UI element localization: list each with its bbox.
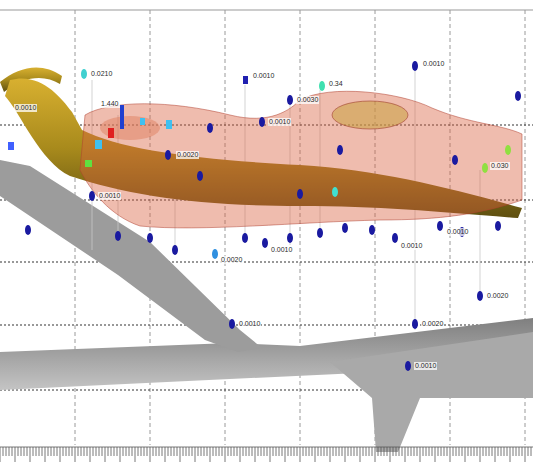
assay-value: 0.34 (328, 80, 344, 88)
assay-value: 0.0020 (176, 151, 199, 159)
assay-value: 0.0020 (486, 292, 509, 300)
assay-value: 0.0010 (252, 72, 275, 80)
assay-value: 0.0020 (421, 320, 444, 328)
assay-value: 0.0010 (414, 362, 437, 370)
assay-value: 0.0210 (90, 70, 113, 78)
assay-value: 0.0010 (400, 242, 423, 250)
assay-value: 0.030 (490, 162, 510, 170)
assay-value: 0.0010 (238, 320, 261, 328)
assay-value: 0.0030 (296, 96, 319, 104)
assay-value: 0.0020 (220, 256, 243, 264)
assay-value: 0.0010 (14, 104, 37, 112)
assay-value: 1.440 (100, 100, 120, 108)
assay-value: 0.0010 (268, 118, 291, 126)
assay-value: 0.0010 (446, 228, 469, 236)
scale-ticks (0, 447, 531, 462)
assay-value: 0.0010 (422, 60, 445, 68)
assay-value: 0.0010 (270, 246, 293, 254)
assay-value: 0.0010 (98, 192, 121, 200)
